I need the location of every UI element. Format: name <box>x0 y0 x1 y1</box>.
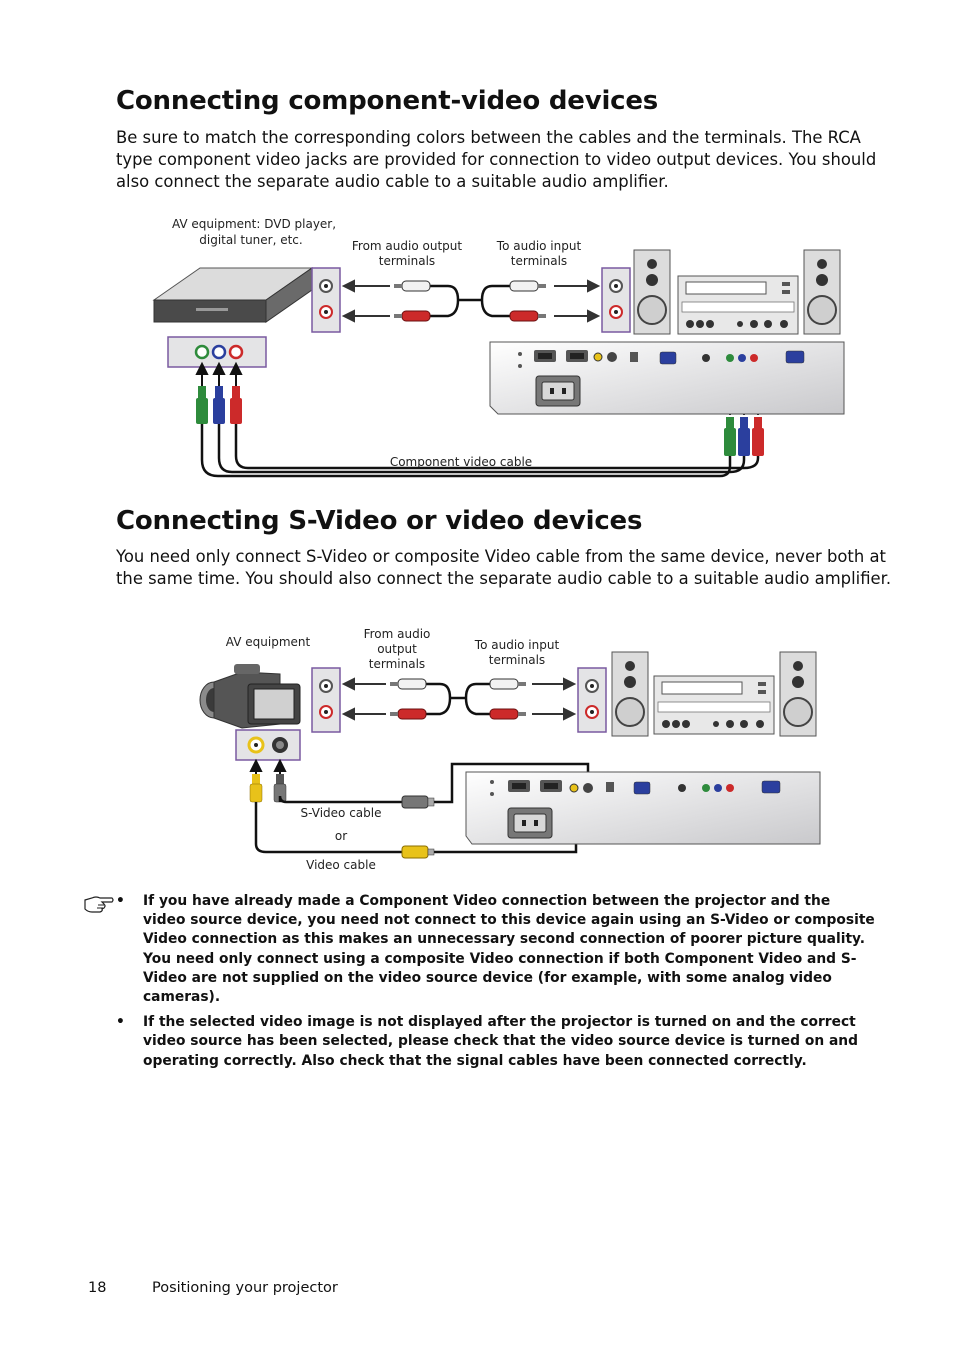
upward-arrows-camcorder <box>249 758 287 776</box>
label-to-audio-2: terminals <box>511 254 567 268</box>
audio-output-jack-panel-2 <box>311 667 341 733</box>
section-title-component-video: Connecting component-video devices <box>116 86 659 116</box>
section-title-svideo: Connecting S-Video or video devices <box>116 506 643 536</box>
section-body-svideo: You need only connect S-Video or composi… <box>116 547 892 588</box>
page-number: 18 <box>88 1280 107 1296</box>
section-body-component-video: Be sure to match the corresponding color… <box>116 128 877 191</box>
component-cable <box>200 424 760 478</box>
label-from-audio-a: From audio <box>364 627 431 641</box>
audio-cable <box>394 280 546 322</box>
label-av-equipment-1: AV equipment: DVD player, <box>172 217 336 231</box>
label-component-cable: Component video cable <box>390 455 532 469</box>
note-text: If you have already made a Component Vid… <box>143 893 875 1006</box>
audio-input-jack-panel <box>601 267 631 333</box>
label-from-audio-c: terminals <box>369 657 425 671</box>
label-or: or <box>335 829 347 843</box>
audio-cable-2 <box>390 678 526 720</box>
audio-arrows-2 <box>341 677 577 721</box>
note-bullet: • <box>116 893 125 909</box>
speaker-left-icon <box>633 249 671 335</box>
pointing-hand-icon <box>84 894 114 918</box>
note-text: If the selected video image is not displ… <box>143 1014 858 1069</box>
label-to-audio-b: terminals <box>489 653 545 667</box>
camcorder-icon <box>199 664 301 729</box>
amplifier-icon-2 <box>653 675 775 735</box>
component-video-diagram: AV equipment: DVD player, digital tuner,… <box>140 210 860 485</box>
rca-plugs-left <box>196 386 242 424</box>
label-av-equipment: AV equipment <box>226 635 311 649</box>
label-video-cable: Video cable <box>306 858 376 872</box>
label-from-audio-1: From audio output <box>352 239 462 253</box>
svideo-plug <box>401 795 435 809</box>
audio-arrows <box>341 279 601 323</box>
speaker-right-icon-2 <box>779 651 817 737</box>
label-to-audio-a: To audio input <box>474 638 560 652</box>
amplifier-icon <box>677 275 799 335</box>
video-plug <box>401 845 435 859</box>
note-bullet: • <box>116 1014 125 1031</box>
label-av-equipment-2: digital tuner, etc. <box>199 233 302 247</box>
speaker-left-icon-2 <box>611 651 649 737</box>
label-from-audio-b: output <box>377 642 417 656</box>
label-from-audio-2: terminals <box>379 254 435 268</box>
camcorder-plugs <box>249 774 287 803</box>
label-svideo-cable: S-Video cable <box>301 806 382 820</box>
audio-input-jack-panel-2 <box>577 667 607 733</box>
notes-list: • If you have already made a Component V… <box>116 892 876 1077</box>
rca-plugs-right <box>724 417 764 456</box>
camcorder-output-panel <box>235 729 301 761</box>
footer-section-title: Positioning your projector <box>152 1280 338 1296</box>
label-to-audio-1: To audio input <box>496 239 582 253</box>
audio-output-jack-panel <box>311 267 341 333</box>
upward-arrows-left <box>195 361 243 388</box>
note-item: • If the selected video image is not dis… <box>116 1013 876 1071</box>
projector-rear-panel <box>489 341 845 415</box>
dvd-component-output-panel <box>167 336 267 368</box>
dvd-player-icon <box>152 267 314 323</box>
note-item: • If you have already made a Component V… <box>116 892 876 1007</box>
speaker-right-icon <box>803 249 841 335</box>
projector-rear-panel-2 <box>465 771 821 845</box>
svideo-diagram: AV equipment From audio output terminals… <box>190 624 830 874</box>
